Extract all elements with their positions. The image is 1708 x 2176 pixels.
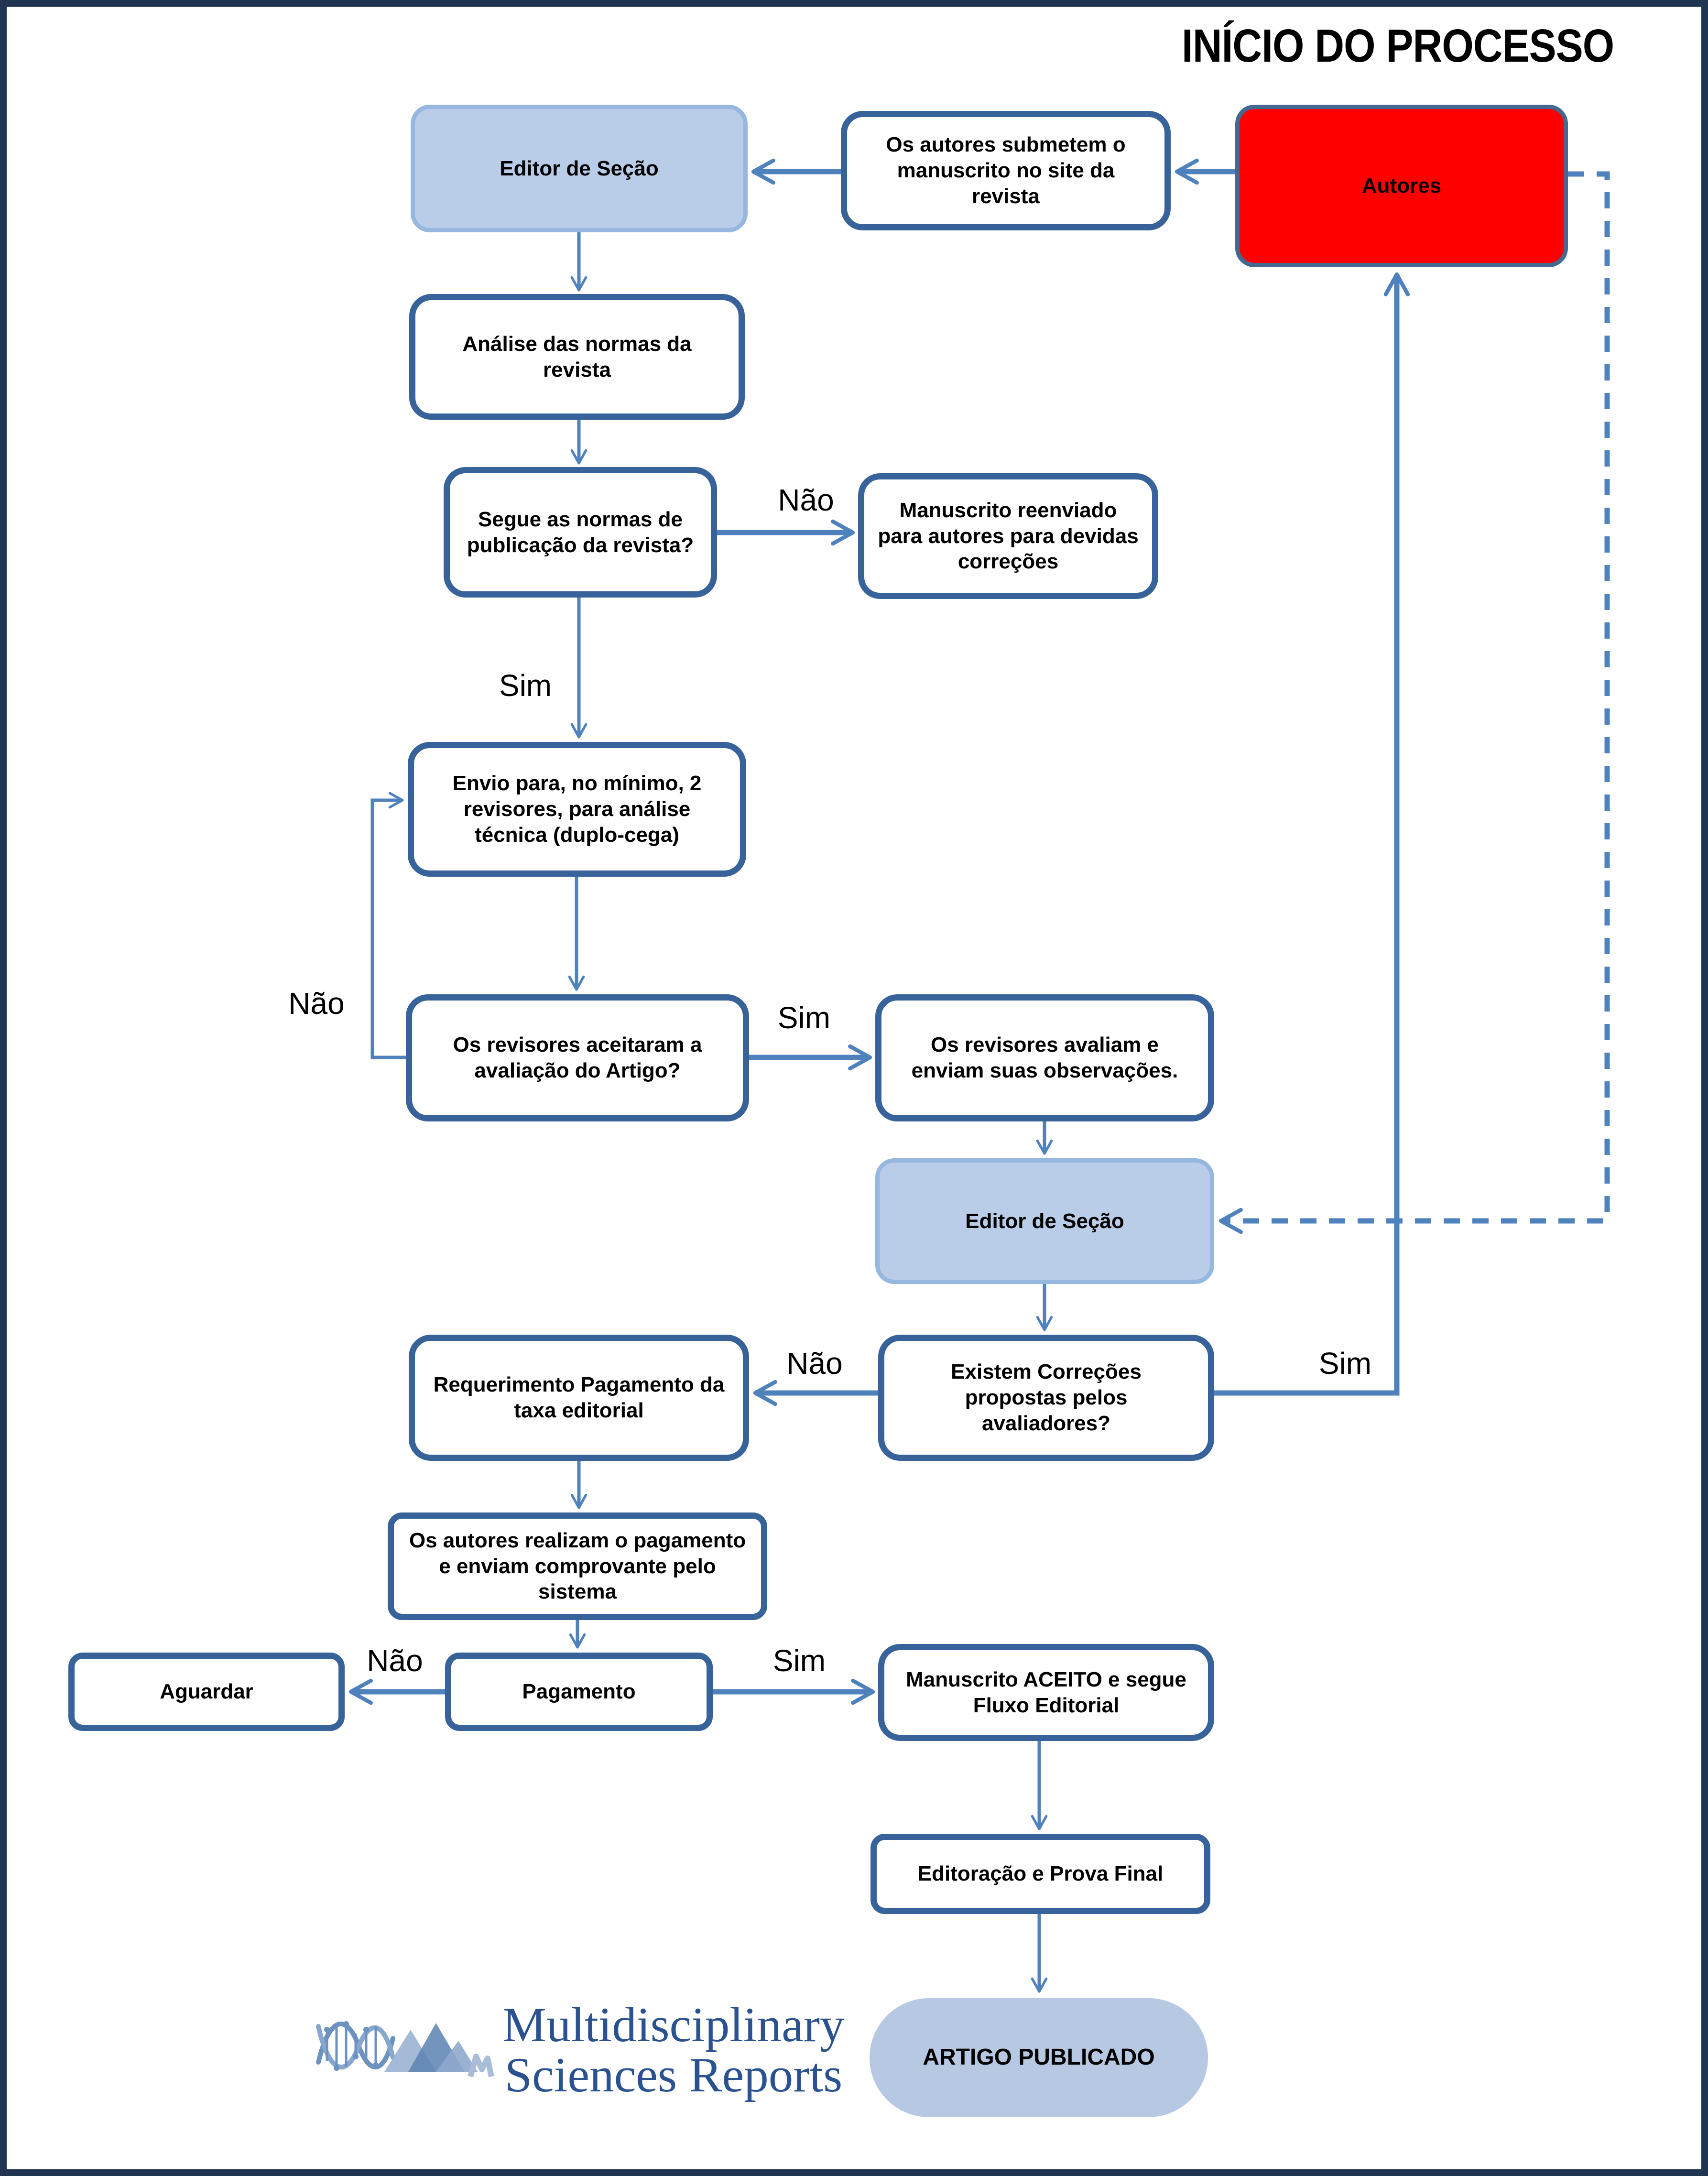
edge-label-sim-rules: Sim	[499, 668, 552, 703]
node-label: Pagamento	[522, 1680, 636, 1704]
edge-existem-to-autores-sim	[1214, 272, 1410, 1396]
node-send-to-reviewers: Envio para, no mínimo, 2 revisores, para…	[408, 742, 746, 877]
node-label: Os revisores aceitaram a avaliação do Ar…	[453, 1033, 702, 1082]
node-label: Editoração e Prova Final	[917, 1862, 1164, 1886]
logo-line-1: Multidisciplinary	[502, 1998, 845, 2052]
edge-label-sim-corrections: Sim	[1318, 1346, 1372, 1381]
node-label: Aguardar	[160, 1680, 253, 1704]
node-label: Autores	[1361, 174, 1442, 198]
edge-label-sim-reviewers: Sim	[777, 1001, 831, 1035]
logo-line-2: Sciences Reports	[504, 2048, 843, 2103]
edge-label-nao-corrections: Não	[786, 1346, 843, 1381]
node-reviewers-evaluate: Os revisores avaliam e enviam suas obser…	[875, 994, 1214, 1121]
dna-helix-icon	[316, 2021, 494, 2078]
node-payment-decision: Pagamento	[445, 1653, 713, 1731]
node-label: Existem Correções propostas pelos avalia…	[951, 1360, 1142, 1435]
edge-label-sim-payment: Sim	[772, 1643, 826, 1678]
node-label: Manuscrito ACEITO e segue Fluxo Editoria…	[906, 1667, 1186, 1717]
node-article-published: ARTIGO PUBLICADO	[870, 1998, 1208, 2117]
node-authors-start: Autores	[1235, 105, 1568, 267]
node-rules-analysis: Análise das normas da revista	[409, 294, 745, 420]
node-label: Os autores submetem o manuscrito no site…	[886, 133, 1126, 208]
page-title: INÍCIO DO PROCESSO	[1182, 20, 1614, 72]
node-label: Requerimento Pagamento da taxa editorial	[433, 1373, 725, 1422]
node-fee-payment-request: Requerimento Pagamento da taxa editorial	[409, 1335, 749, 1461]
node-corrections-decision: Existem Correções propostas pelos avalia…	[878, 1335, 1214, 1461]
node-label: Editor de Seção	[965, 1209, 1124, 1233]
edge-label-nao-payment: Não	[367, 1643, 423, 1678]
node-label: Editor de Seção	[500, 156, 659, 180]
node-label: Manuscrito reenviado para autores para d…	[878, 498, 1139, 574]
node-label: Análise das normas da revista	[462, 332, 692, 381]
node-follows-rules-decision: Segue as normas de publicação da revista…	[444, 467, 717, 598]
node-label: Os revisores avaliam e enviam suas obser…	[911, 1033, 1178, 1082]
journal-logo: Multidisciplinary Sciences Reports	[313, 1991, 877, 2134]
edge-autores-to-editor2-feedback	[1218, 171, 1610, 1234]
node-authors-pay: Os autores realizam o pagamento e enviam…	[388, 1512, 767, 1620]
node-label: Os autores realizam o pagamento e enviam…	[409, 1528, 746, 1604]
node-reviewers-accepted-decision: Os revisores aceitaram a avaliação do Ar…	[406, 994, 749, 1121]
node-editing-final-proof: Editoração e Prova Final	[870, 1834, 1210, 1914]
journal-logo-text: Multidisciplinary Sciences Reports	[482, 2000, 865, 2100]
node-manuscript-returned: Manuscrito reenviado para autores para d…	[858, 473, 1158, 599]
flowchart-connectors	[348, 158, 1610, 1993]
node-authors-submit: Os autores submetem o manuscrito no site…	[841, 111, 1171, 230]
node-manuscript-accepted: Manuscrito ACEITO e segue Fluxo Editoria…	[878, 1644, 1214, 1741]
node-label: Envio para, no mínimo, 2 revisores, para…	[452, 772, 702, 847]
node-label: ARTIGO PUBLICADO	[923, 2045, 1155, 2070]
node-section-editor-1: Editor de Seção	[411, 105, 748, 232]
node-wait: Aguardar	[68, 1653, 345, 1731]
edge-label-nao-reviewers-loop: Não	[288, 986, 345, 1021]
edge-aceitaram-loop-nao	[370, 792, 406, 1059]
node-label: Segue as normas de publicação da revista…	[467, 507, 694, 557]
node-section-editor-2: Editor de Seção	[875, 1158, 1214, 1284]
edge-label-nao-rules: Não	[778, 483, 834, 517]
